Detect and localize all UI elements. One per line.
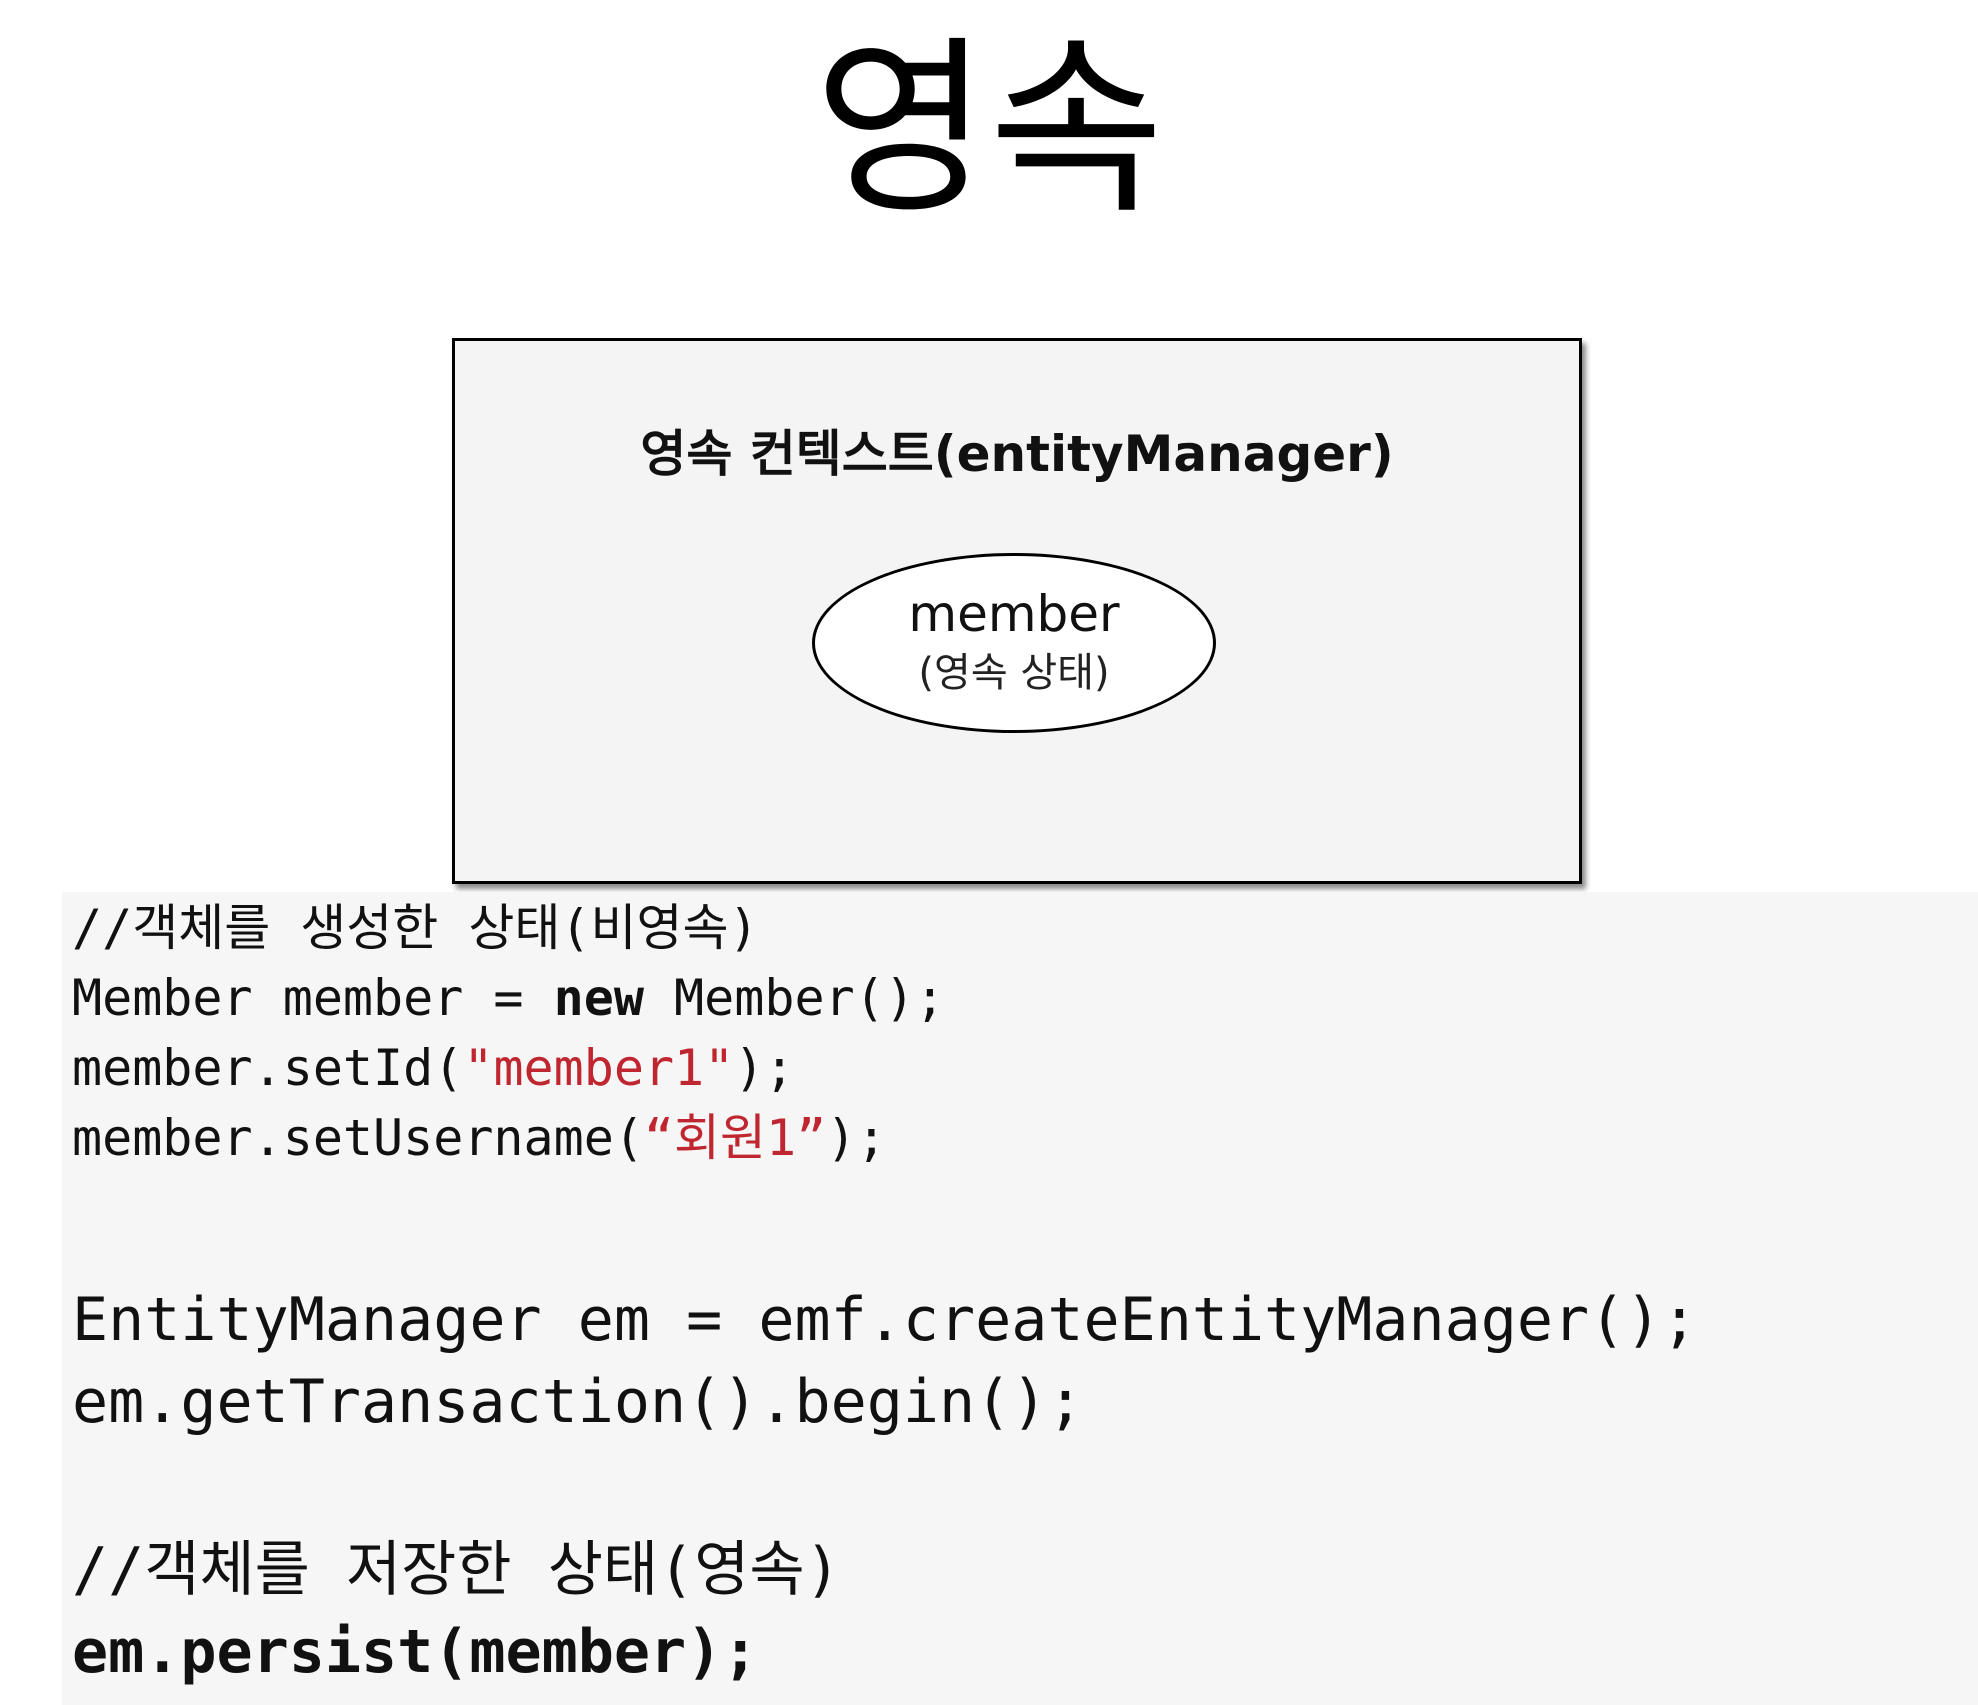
code-line-persist: em.persist(member); <box>72 1617 759 1687</box>
code-text: member.setUsername( <box>72 1109 644 1167</box>
code-block: //객체를 생성한 상태(비영속) Member member = new Me… <box>62 892 1978 1705</box>
comment-create-text: //객체를 생성한 상태(비영속) <box>72 899 759 957</box>
code-text: member.setId( <box>72 1039 464 1097</box>
page-title: 영속 <box>814 19 1164 240</box>
new-keyword: new <box>553 969 644 1027</box>
string-literal: “회원1” <box>643 1109 827 1167</box>
code-text: ); <box>826 1109 887 1167</box>
code-text: Member member = <box>72 969 554 1027</box>
code-comment-create: //객체를 생성한 상태(비영속) <box>72 896 759 960</box>
code-line-create-entity-manager: EntityManager em = emf.createEntityManag… <box>72 1285 1698 1355</box>
code-line-new-member: Member member = new Member(); <box>72 966 945 1030</box>
string-literal: "member1" <box>463 1039 735 1097</box>
entity-state: (영속 상태) <box>918 650 1110 696</box>
code-text: Member(); <box>643 969 945 1027</box>
code-line-set-username: member.setUsername(“회원1”); <box>72 1106 886 1170</box>
code-line-set-id: member.setId("member1"); <box>72 1036 795 1100</box>
code-comment-persist: //객체를 저장한 상태(영속) <box>72 1535 841 1605</box>
persistence-context-label: 영속 컨텍스트(entityManager) <box>640 425 1394 483</box>
code-line-begin-transaction: em.getTransaction().begin(); <box>72 1367 1084 1437</box>
code-text: ); <box>734 1039 795 1097</box>
persistence-context-box: 영속 컨텍스트(entityManager) member (영속 상태) <box>452 338 1582 884</box>
member-entity-oval: member (영속 상태) <box>812 553 1216 733</box>
entity-name: member <box>908 585 1120 643</box>
